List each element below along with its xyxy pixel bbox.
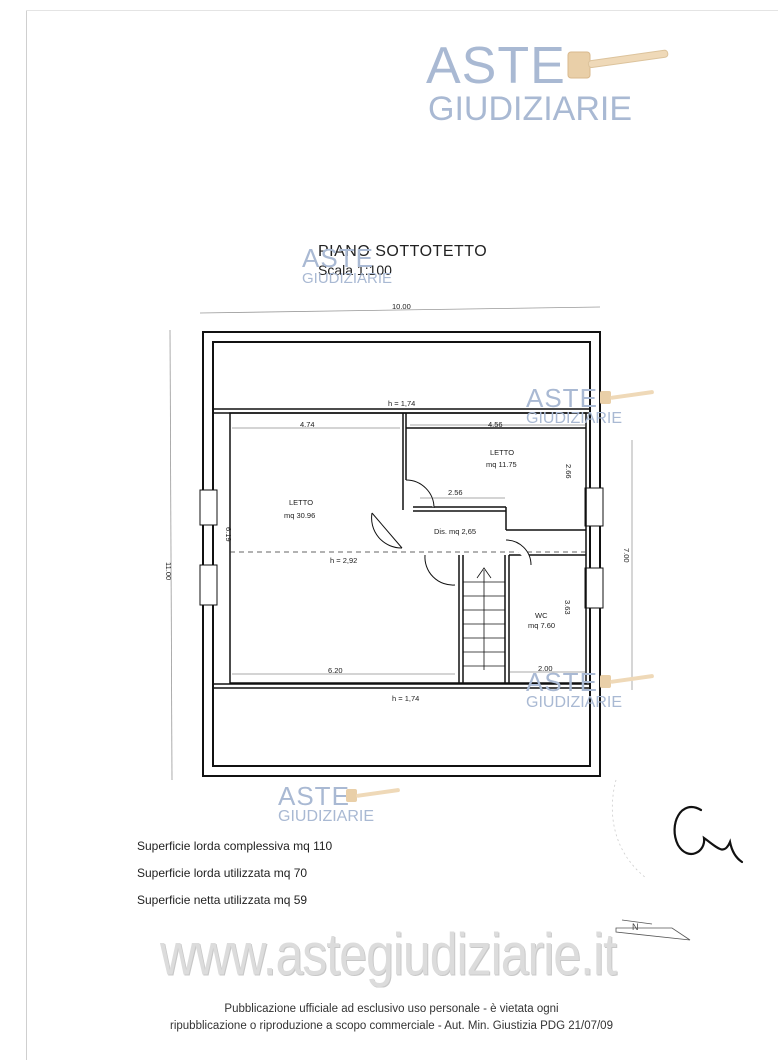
dim-h-top: h = 1,74 [388,399,415,408]
interior-walls [229,412,587,684]
surface-gross-total: Superficie lorda complessiva mq 110 [137,839,333,853]
dim-h-mid: h = 2,92 [330,556,357,565]
watermark-logo-title: ASTE GIUDIZIARIE [302,244,412,292]
room-letto-big-name: LETTO [289,498,313,507]
watermark-aste-text: ASTE [278,781,350,811]
dim-456: 4.56 [488,420,503,429]
watermark-logo-plan-top: ASTE GIUDIZIARIE [526,384,656,434]
sheet-edge-top [26,10,778,11]
footer-line-2: ripubblicazione o riproduzione a scopo c… [170,1020,613,1032]
plan-scale: Scala 1:100 [318,262,392,278]
north-arrow-icon [615,919,691,941]
dim-266: 2.66 [564,464,573,479]
dim-619: 6.19 [224,527,233,542]
gavel-icon [600,674,654,688]
dim-256: 2.56 [448,488,463,497]
gavel-icon [567,49,669,79]
north-label: N [632,922,639,932]
watermark-aste-text: ASTE [526,667,598,697]
gavel-icon [600,390,654,404]
dim-474: 4.74 [300,420,315,429]
dim-363: 3.63 [563,600,572,615]
watermark-giudiziarie-text: GIUDIZIARIE [428,90,633,128]
gavel-icon [346,788,400,802]
sheet-edge-left [26,10,27,1060]
watermark-giudiziarie-text: GIUDIZIARIE [526,410,623,427]
outer-dimension-lines [169,306,633,781]
room-wc-area: mq 7.60 [528,621,555,630]
watermark-logo-plan-bottom: ASTE GIUDIZIARIE [526,668,656,718]
dim-200: 2.00 [538,664,553,673]
signature [611,779,744,879]
dim-height-right: 7.00 [622,548,631,563]
surface-gross-used: Superficie lorda utilizzata mq 70 [137,866,308,880]
dimension-labels: 10.00 11.00 7.00 h = 1,74 h = 1,74 h = 2… [164,302,631,703]
surface-net-used: Superficie netta utilizzata mq 59 [137,893,308,907]
room-labels: LETTO mq 30.96 LETTO mq 11.75 Dis. mq 2,… [284,448,555,630]
footer-line-1: Pubblicazione ufficiale ad esclusivo uso… [224,1003,559,1015]
inner-dimension-lines [232,424,585,675]
watermark-aste-text: ASTE [302,243,374,273]
room-dis: Dis. mq 2,65 [434,527,476,536]
watermark-logo-below-plan: ASTE GIUDIZIARIE [278,782,408,832]
watermark-giudiziarie-text: GIUDIZIARIE [302,270,393,287]
room-letto-big-area: mq 30.96 [284,511,315,520]
room-wc-name: WC [535,611,548,620]
website-watermark: www.astegiudiziarie.it [160,921,617,988]
stairs [463,567,505,670]
room-letto-small-area: mq 11.75 [486,460,517,469]
dim-height-left: 11.00 [164,562,173,580]
watermark-aste-text: ASTE [426,37,566,95]
plan-title: PIANO SOTTOTETTO [318,243,488,260]
watermark-giudiziarie-text: GIUDIZIARIE [278,808,375,825]
watermark-aste-text: ASTE [526,383,598,413]
dim-width-top: 10.00 [392,302,411,311]
room-letto-small-name: LETTO [490,448,514,457]
watermark-logo-top: ASTE GIUDIZIARIE [426,38,676,133]
watermark-giudiziarie-text: GIUDIZIARIE [526,694,623,711]
window-openings [199,487,604,609]
dim-620: 6.20 [328,666,343,675]
door-swings [371,479,532,586]
outer-walls [202,331,601,777]
dim-h-bottom: h = 1,74 [392,694,419,703]
